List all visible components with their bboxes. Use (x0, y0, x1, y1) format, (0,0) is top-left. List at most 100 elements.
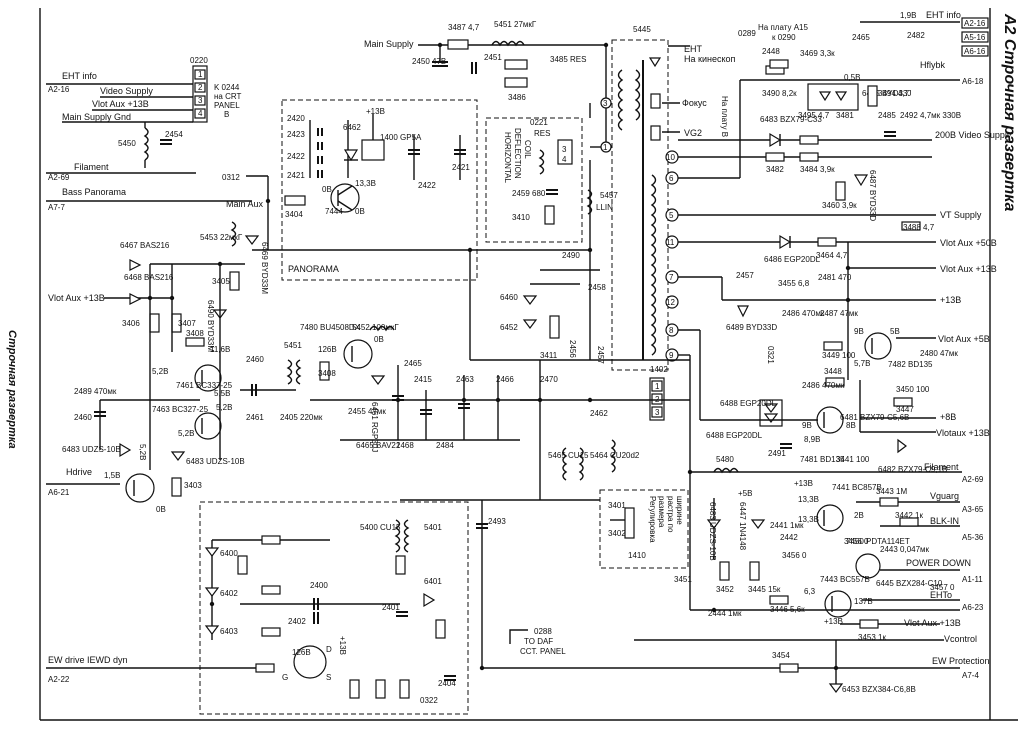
svg-text:+13B: +13B (366, 107, 385, 116)
conn-a3-65: A3-65 (962, 505, 984, 514)
cap-2455-label: 2461 (246, 413, 264, 422)
inductor-5465-label: 5465 CU15 (548, 451, 589, 460)
svg-text:3: 3 (655, 408, 660, 417)
diode-6448: 6453 BZX384-C6,8B (828, 640, 916, 694)
transistor-7443-label: 7443 BC557B (820, 575, 870, 584)
v-9b-a: 9B (854, 327, 864, 336)
cap-2488-label: 2486 470мк (802, 381, 845, 390)
v-5-5b: 5,5B (214, 389, 230, 398)
main-aux-block: Main Aux 5453 22мкГ 6469 BYD33M 3405 (200, 199, 269, 294)
cap-2452-label: 2454 (165, 130, 183, 139)
resistor-3449-label: 3450 100 (896, 385, 930, 394)
cap-row-2466-2470: 2465 2415 2463 2466 2470 2455 47мк 2468 … (348, 359, 558, 450)
diode-6485-label: 6483 BZX79-C33 (760, 115, 822, 124)
cap-2492-label: 2492 4,7мк 330B (900, 111, 961, 120)
transistor-7440 (125, 473, 155, 503)
v-0b-7480: 126B (318, 345, 337, 354)
resistor-3499-label: 3407 (178, 319, 196, 328)
resistor-3454-label: 3454 (772, 651, 790, 660)
cap-2460-label: 2489 470мк (74, 387, 117, 396)
power-down-rail: POWER DOWN A1-11 7450 PDTA114ET 3457 0 3… (844, 537, 983, 592)
sheet-title-left: Строчная развертка (6, 330, 18, 449)
blk-in-label: BLK-IN (930, 516, 959, 526)
ew-drive-internals: 6400 6402 6403 2400 2402 5400 CU15 5401 … (204, 519, 456, 705)
focus-label: Фокус (682, 98, 707, 108)
resistor-3446-label: 3445 15к (748, 585, 781, 594)
ew-protection-rail: EW Protection A7-4 3454 (482, 651, 990, 680)
diode-6460-label: 6461 RGP30J (370, 402, 379, 452)
diode-6483-label: 6487 BYD33D (868, 170, 877, 221)
inductor-5453-label: 5453 22мкГ (200, 233, 243, 242)
ehto-rail: EHTo A6-23 7443 BC557B 6,3 137B +13B (804, 575, 984, 626)
cap-2448-label: 2448 (762, 47, 780, 56)
resistor-3445-label: 3452 (716, 585, 734, 594)
conn-a2-16-left: A2-16 (48, 85, 70, 94)
cap-2456-label: 2456 (568, 340, 577, 358)
hflybk-rail: Hflybk A6-18 2448 3490 8,2к 3469 3,3к 64… (740, 31, 984, 111)
bas216-block: 6467 BAS216 Vlot Aux +13B 6468 BAS216 34… (48, 241, 245, 352)
cap-2462-label: 2468 (396, 441, 414, 450)
connector-0321: 0321 (766, 346, 775, 364)
resistor-3488-label: 3464 4,7 (816, 251, 848, 260)
vlot-aux-50-label: Vlot Aux +50B (940, 238, 997, 248)
cap-2450-label: 2450 47B (412, 57, 446, 66)
resistor-3453-label: 3453 1к (858, 633, 886, 642)
ew-drive-box (199, 501, 469, 715)
resistor-3485-label: 3485 RES (550, 55, 586, 64)
v-13-3b-c: 13,3B (798, 515, 819, 524)
resistor-3491-label: 3408 (186, 329, 204, 338)
daf-note: 0288 TO DAF CCT. PANEL (509, 627, 566, 656)
plus-13b-rail: +13B 2457 3455 6,8 6489 BYD33D 2486 470м… (722, 271, 961, 364)
cap-2467-label: 2484 (436, 441, 454, 450)
cap-2491-label: 2491 (768, 449, 786, 458)
right-rail-eht-info: 1,9B EHT info A2-16 A5-16 A6-16 (860, 10, 989, 57)
ew-protection-label: EW Protection (932, 656, 990, 666)
vlot-aux-5-rail: Vlot Aux +5B 7482 BD135 9B 5B 5,7B 3449 … (822, 327, 990, 369)
cap-2405-label: 2460 (246, 355, 264, 364)
svg-text:11: 11 (666, 238, 675, 247)
conn-a1-11: A1-11 (962, 575, 983, 584)
svg-text:3: 3 (562, 145, 567, 154)
lin-label: LLIN (596, 203, 613, 212)
filament-right: Filament (924, 462, 959, 472)
v-5b: 5B (890, 327, 900, 336)
vt-supply-label: VT Supply (940, 210, 982, 220)
resistor-3463-label: 3408 (318, 369, 336, 378)
driver-transformer-5451: 5451 (284, 341, 302, 385)
vlotaux-13-right: Vlotaux +13B (936, 428, 990, 438)
vlot-aux-13-right: Vlot Aux +13B (940, 264, 997, 274)
resistor-3489: 3404 (284, 195, 306, 219)
filament-right-rail: 5480 Filament A2-69 (690, 455, 984, 484)
cap-2401-label: 2401 (382, 603, 400, 612)
transistor-7463-label: 7463 BC327-25 (152, 405, 209, 414)
connector-0221: 0221 (530, 118, 548, 127)
conn-a6-16: A6-16 (964, 47, 986, 56)
resistor-3495-label: 3481 (836, 111, 854, 120)
v-6-3: +13B (824, 617, 843, 626)
transformer-5465-5464: 5465 CU15 5464 CU20d2 2462 (539, 360, 640, 500)
plus-8b-label: +8B (940, 412, 956, 422)
conn-a5-16: A5-16 (964, 33, 986, 42)
v-0b-emitter: 0B (355, 207, 365, 216)
diode-6401-label: 6401 (424, 577, 442, 586)
eht-info-rail: EHT info A2-16 (46, 71, 205, 94)
transistor-7441-label: 7441 BC857B (832, 483, 882, 492)
cap-2444-label: 2444 1мк (708, 609, 742, 618)
connector-0322: 0322 (420, 696, 438, 705)
main-supply-gnd-label: Main Supply Gnd (62, 112, 131, 122)
cap-2457-label: 2457 (596, 346, 605, 364)
connector-1410: 1410 (628, 551, 646, 560)
conn-a2-16-r: A2-16 (964, 19, 986, 28)
daf-0288: 0288 (534, 627, 552, 636)
resistor-3441-label: 3443 1M (876, 487, 907, 496)
flyback-5445-label: 5445 (633, 25, 651, 34)
svg-text:2: 2 (198, 83, 203, 92)
inductor-5401-label: 5401 (424, 523, 442, 532)
diode-6449-label: 6485 BYD33J (862, 89, 911, 98)
filament-rail: Filament A2-69 (46, 162, 196, 182)
to-a15-1: На плату A15 (758, 23, 808, 32)
v-5-2b-a: 5,2B (152, 367, 168, 376)
cap-2465-label: 2465 (852, 33, 870, 42)
to-a15-2: к 0290 (772, 33, 796, 42)
horizontal-deflection-coil: 0221 RES 34 HORIZONTAL DEFLECTION COIL 2… (485, 117, 618, 243)
